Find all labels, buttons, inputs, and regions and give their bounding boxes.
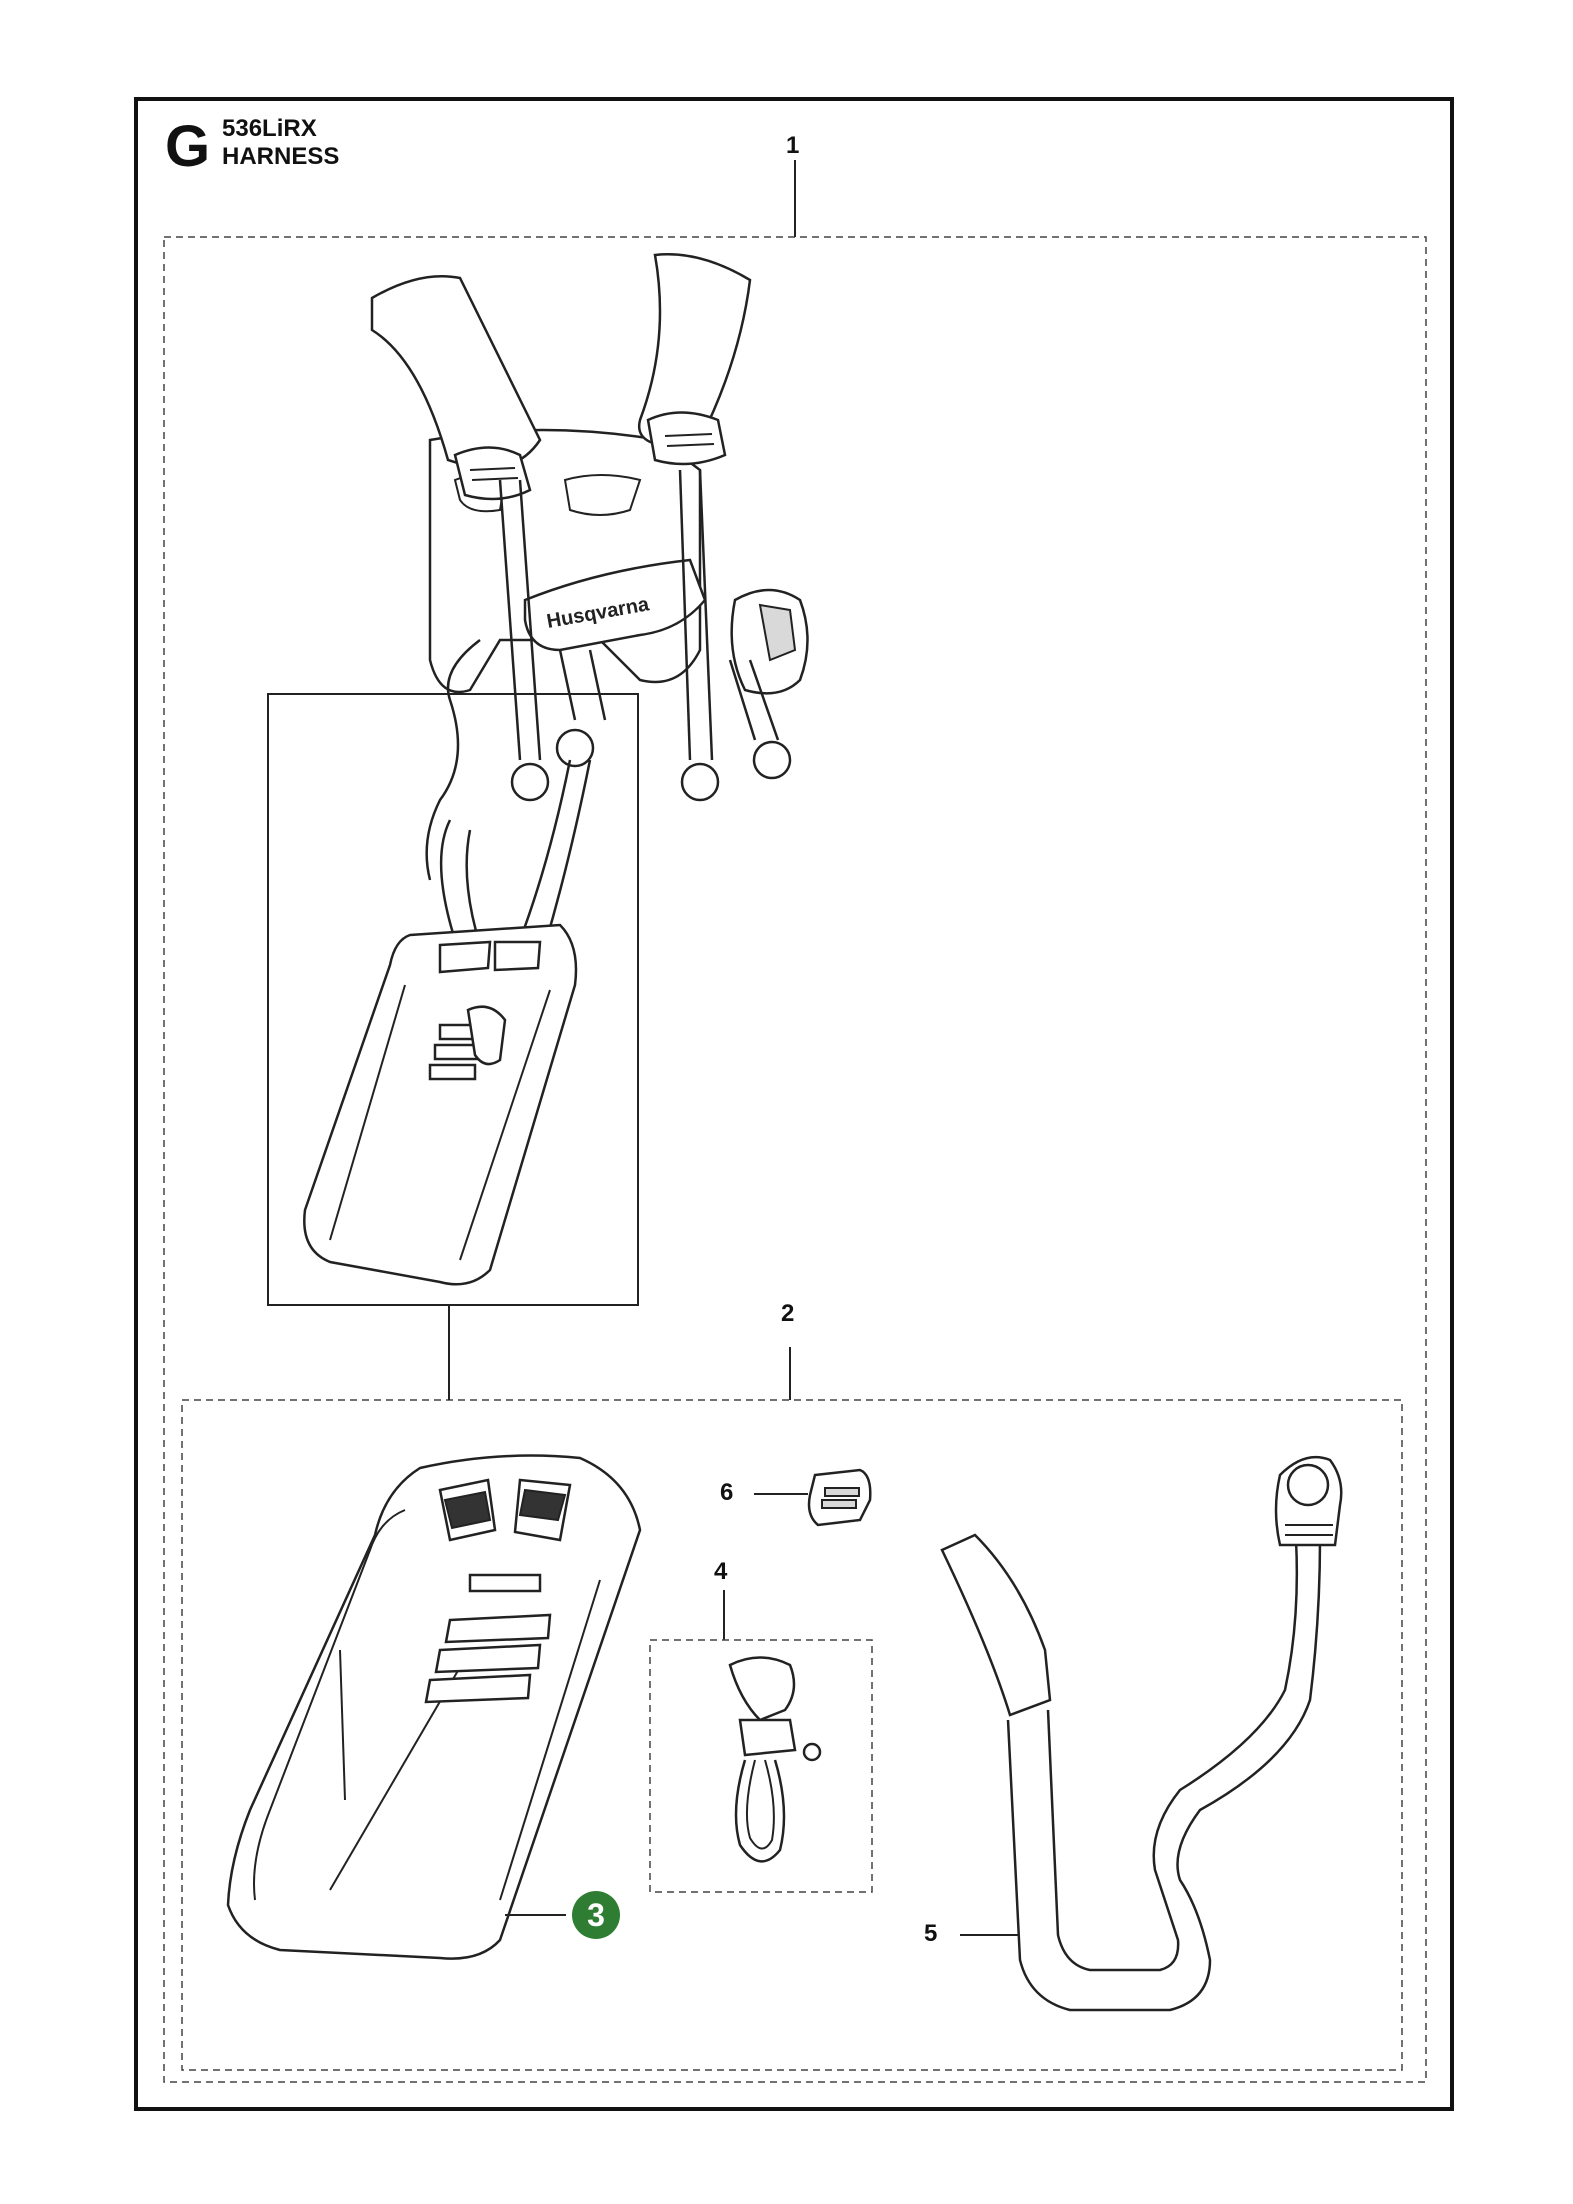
callout-4: 4 (714, 1558, 728, 1585)
group-2-dashed-box (181, 1399, 1403, 2071)
callout-1: 1 (786, 132, 800, 159)
harness-assembly: Husqvarna (370, 253, 809, 946)
section-letter: G (165, 114, 211, 179)
page-frame (134, 97, 1454, 2111)
part-4-hook (649, 1590, 873, 1893)
hip-pad-assembled (303, 923, 578, 1286)
callout-2: 2 (781, 1300, 795, 1327)
part-5-strap (940, 1455, 1343, 2012)
diagram-title: HARNESS (222, 143, 340, 170)
callout-6: 6 (720, 1479, 734, 1506)
detail-box (267, 693, 639, 1306)
part-6-buckle (754, 1468, 872, 1527)
part-3-hip-pad (226, 1454, 642, 1960)
callout-3-badge: 3 (572, 1891, 620, 1939)
model-name: 536LiRX (222, 115, 317, 142)
callout-5: 5 (924, 1920, 938, 1947)
title-block: 536LiRX HARNESS (222, 115, 339, 171)
